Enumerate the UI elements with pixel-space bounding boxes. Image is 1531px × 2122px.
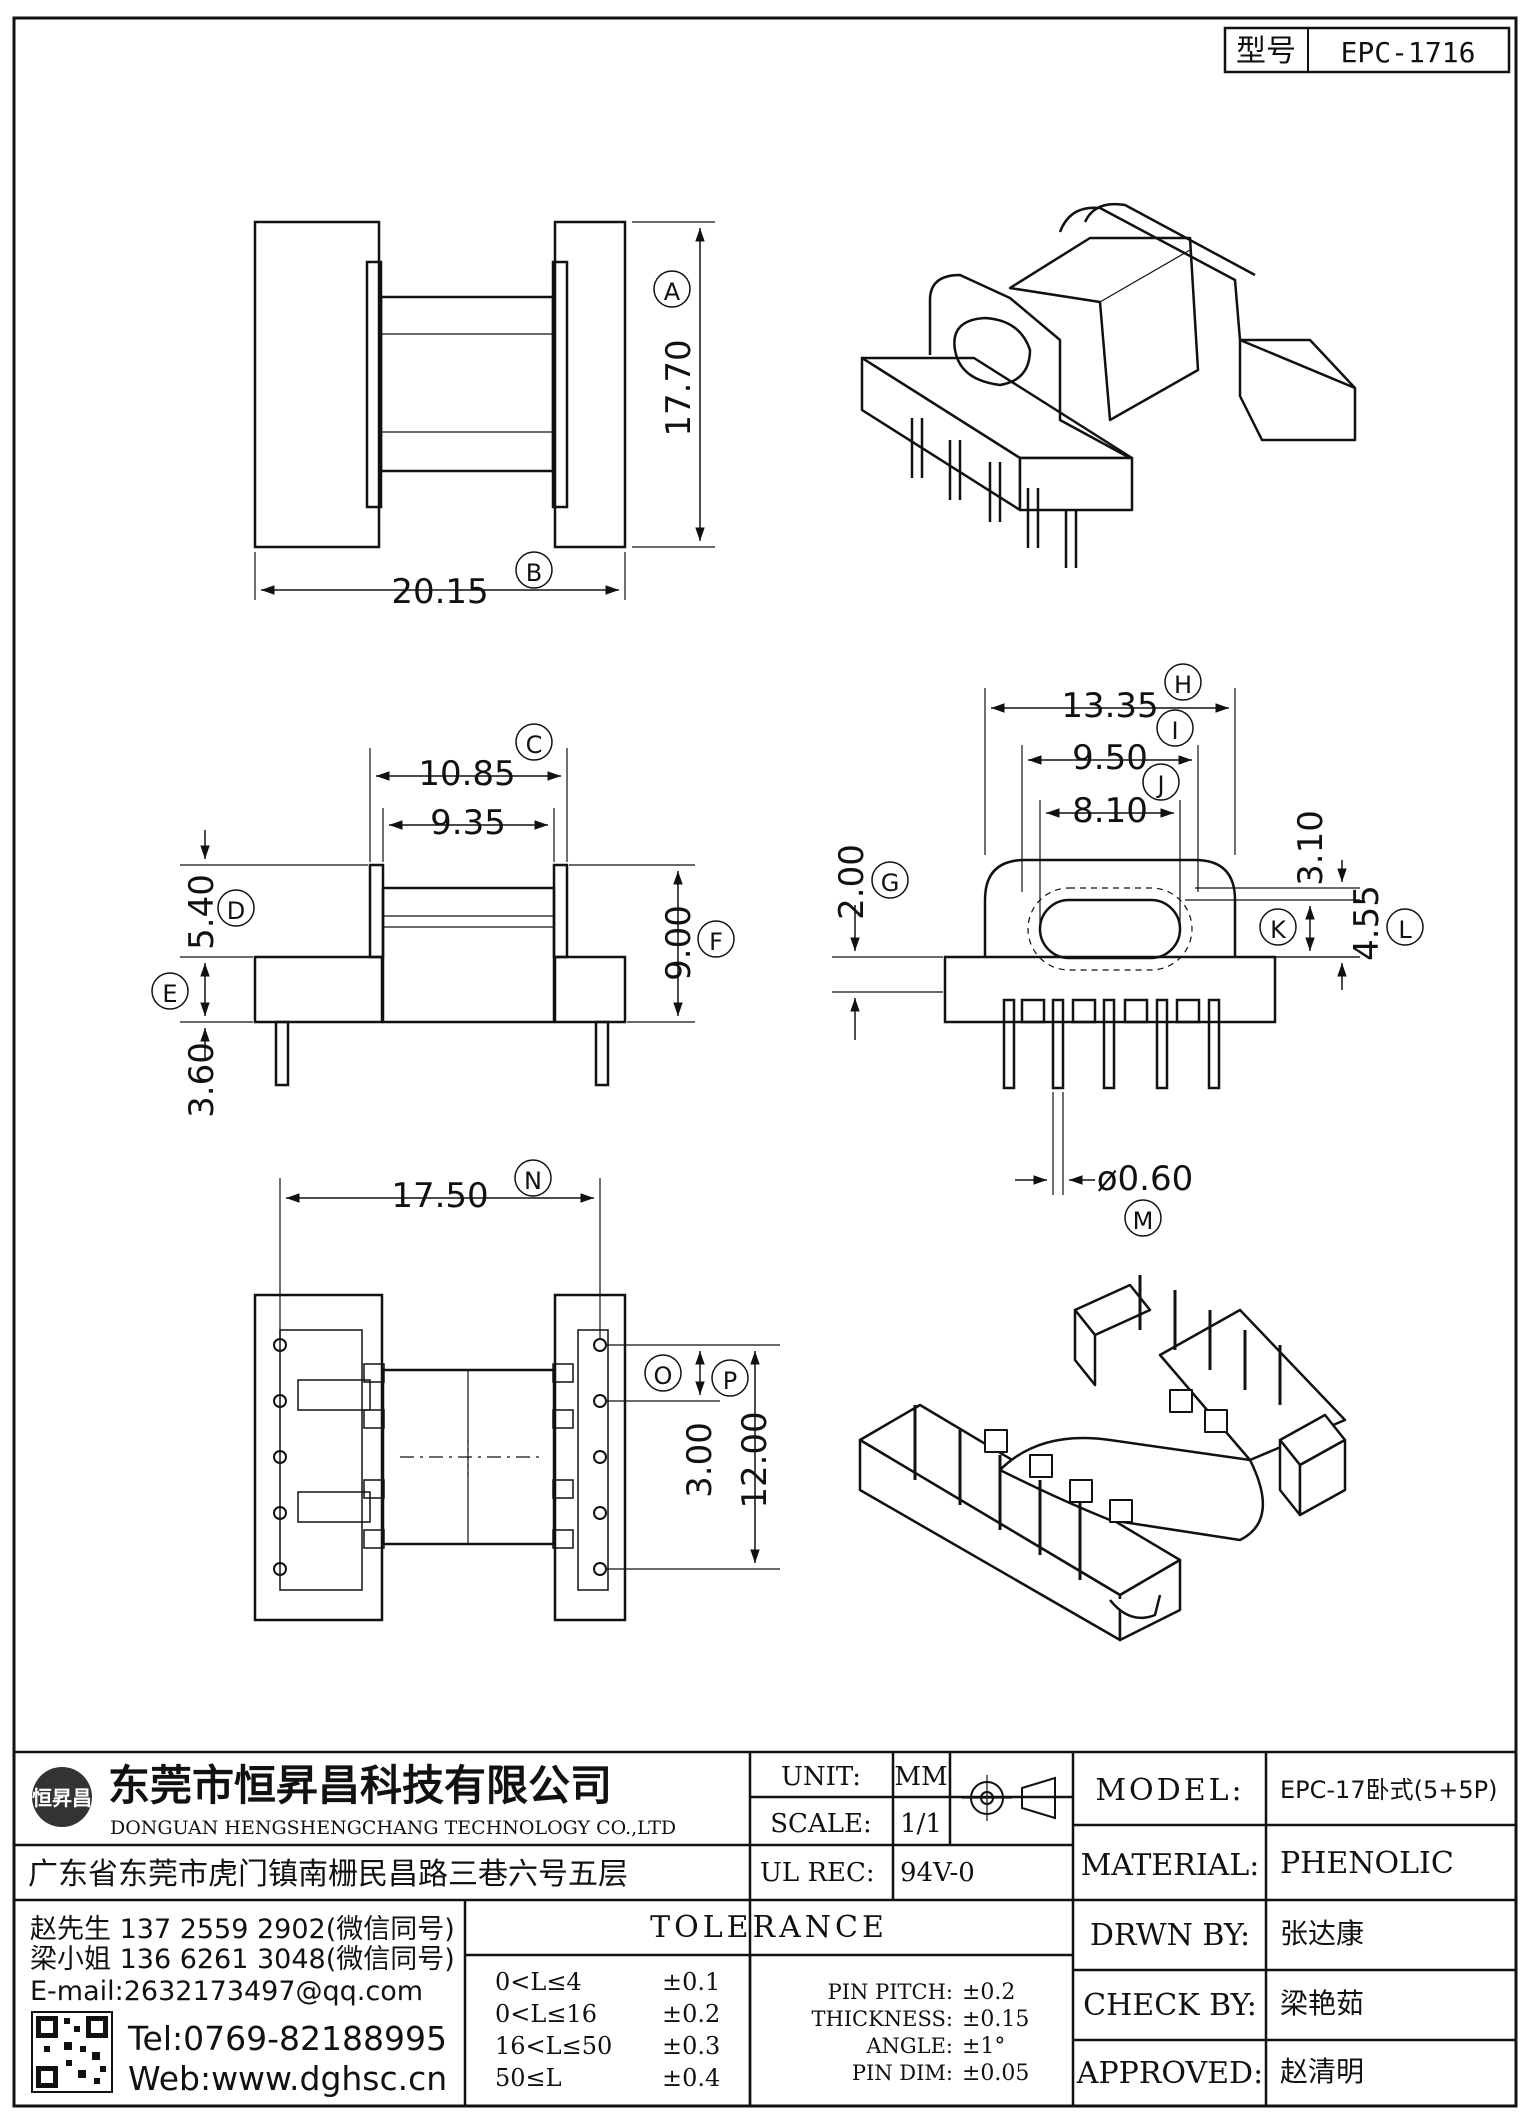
company-name-cn: 东莞市恒昇昌科技有限公司: [108, 1761, 612, 1810]
pin-pitch-label: PIN PITCH:: [828, 1980, 953, 2004]
tol-value-2: ±0.2: [662, 2000, 720, 2028]
dim-L-value: 4.55: [1347, 885, 1387, 961]
company-name-en: DONGUAN HENGSHENGCHANG TECHNOLOGY CO.,LT…: [110, 1817, 676, 1839]
side-view: [151, 723, 735, 1087]
approved-value: 赵清明: [1280, 2055, 1364, 2088]
front-view: [832, 663, 1424, 1237]
pin-dim-label: PIN DIM:: [852, 2061, 953, 2085]
model-box: 型号 EPC-1716: [1223, 26, 1511, 74]
dim-F-letter: F: [709, 928, 723, 956]
check-by-value: 梁艳茹: [1280, 1987, 1364, 2020]
tol-value-4: ±0.4: [662, 2064, 720, 2092]
logo-text: 恒昇昌: [32, 1786, 92, 1810]
ulrec-value: 94V-0: [900, 1858, 975, 1888]
dim-D-value: 5.40: [182, 874, 222, 950]
top-view: [253, 220, 715, 600]
pin-pitch-value: ±0.2: [962, 1980, 1015, 2005]
model-box-value: EPC-1716: [1341, 36, 1476, 69]
company-web: Web:www.dghsc.cn: [128, 2059, 447, 2098]
dim-M-value: ø0.60: [1097, 1159, 1194, 1199]
angle-value: ±1°: [962, 2034, 1005, 2059]
iso-view-bottom: [858, 1275, 1347, 1642]
dim-B-value: 20.15: [391, 572, 488, 612]
drawn-by-label: DRWN BY:: [1090, 1918, 1250, 1953]
tol-range-4: 50≤L: [495, 2064, 562, 2092]
dim-C-value: 10.85: [418, 754, 515, 794]
qr-code: [31, 2011, 113, 2093]
tol-range-1: 0<L≤4: [495, 1968, 582, 1996]
dim-E-value: 3.60: [182, 1042, 222, 1118]
thickness-value: ±0.15: [962, 2007, 1029, 2032]
dim-c2-value: 9.35: [430, 803, 506, 843]
dim-A-value: 17.70: [659, 339, 699, 436]
projection-symbol: [962, 1775, 1056, 1821]
dim-K-letter: K: [1270, 916, 1287, 944]
unit-label: UNIT:: [781, 1762, 861, 1792]
dim-G-letter: G: [881, 869, 900, 897]
dim-P-letter: P: [723, 1367, 737, 1395]
material-label: MATERIAL:: [1081, 1848, 1260, 1883]
dim-E-letter: E: [162, 980, 177, 1008]
ulrec-label: UL REC:: [760, 1858, 875, 1888]
dim-H-letter: H: [1174, 671, 1192, 699]
unit-value: MM: [894, 1762, 947, 1792]
dim-I-value: 9.50: [1072, 738, 1148, 778]
dim-C-letter: C: [526, 731, 543, 759]
dim-O-letter: O: [654, 1362, 673, 1390]
dim-M-letter: M: [1133, 1207, 1154, 1235]
dim-H-value: 13.35: [1061, 686, 1158, 726]
dim-L-letter: L: [1398, 916, 1412, 944]
tol-value-1: ±0.1: [662, 1968, 720, 1996]
dim-O-value: 3.00: [680, 1422, 720, 1498]
dim-J-value: 8.10: [1072, 791, 1148, 831]
contact-email: E-mail:2632173497@qq.com: [30, 1976, 423, 2007]
company-tel: Tel:0769-82188995: [127, 2019, 447, 2058]
bottom-view: [253, 1159, 780, 1622]
tolerance-title: TOLERANCE: [650, 1910, 888, 1945]
title-block-lines: [14, 1750, 1516, 2106]
material-value: PHENOLIC: [1280, 1846, 1454, 1881]
tol-range-3: 16<L≤50: [495, 2032, 612, 2060]
dim-K-value: 3.10: [1291, 810, 1331, 886]
model-box-label: 型号: [1236, 34, 1296, 69]
dim-J-letter: J: [1155, 771, 1164, 799]
model-label: MODEL:: [1095, 1773, 1244, 1808]
company-logo: 恒昇昌: [32, 1767, 92, 1827]
scale-value: 1/1: [900, 1809, 942, 1839]
dim-D-letter: D: [227, 897, 245, 925]
dim-F-value: 9.00: [659, 905, 699, 981]
drawn-by-value: 张达康: [1280, 1917, 1364, 1950]
dim-N-letter: N: [524, 1167, 542, 1195]
model-value: EPC-17卧式(5+5P): [1280, 1776, 1497, 1804]
scale-label: SCALE:: [770, 1809, 872, 1839]
iso-view-top: [860, 202, 1357, 568]
pin-dim-value: ±0.05: [962, 2061, 1029, 2086]
dim-P-value: 12.00: [735, 1411, 775, 1508]
check-by-label: CHECK BY:: [1083, 1988, 1257, 2023]
dim-G-value: 2.00: [832, 844, 872, 920]
tol-value-3: ±0.3: [662, 2032, 720, 2060]
approved-label: APPROVED:: [1076, 2056, 1263, 2091]
contact-1: 赵先生 137 2559 2902(微信同号): [30, 1914, 455, 1945]
tol-range-2: 0<L≤16: [495, 2000, 597, 2028]
contact-2: 梁小姐 136 6261 3048(微信同号): [30, 1944, 455, 1975]
dim-I-letter: I: [1171, 717, 1178, 745]
dim-N-value: 17.50: [391, 1176, 488, 1216]
dim-A-letter: A: [664, 278, 681, 306]
angle-label: ANGLE:: [865, 2034, 953, 2058]
thickness-label: THICKNESS:: [811, 2007, 953, 2031]
dim-B-letter: B: [526, 559, 542, 587]
company-address: 广东省东莞市虎门镇南栅民昌路三巷六号五层: [28, 1857, 628, 1892]
sheet-border: [12, 16, 1518, 2108]
